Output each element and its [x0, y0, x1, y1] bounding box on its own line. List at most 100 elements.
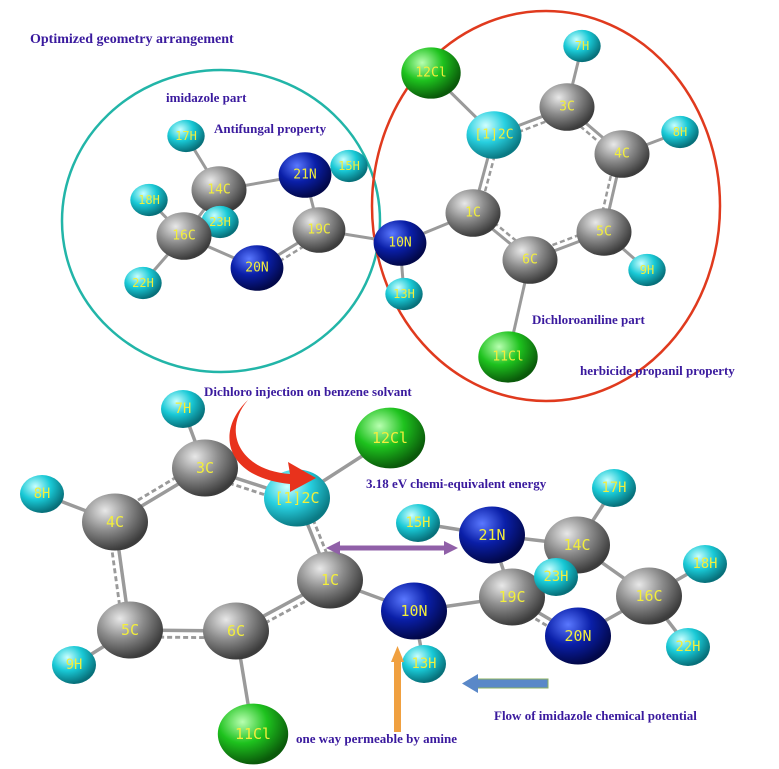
atom-sphere: [534, 558, 578, 596]
top-atom-hydrogen: 18H: [130, 183, 168, 217]
bottom-atom-hydrogen: 13H: [402, 645, 446, 683]
atom-sphere: [82, 493, 148, 551]
bottom-atom-carbon: 3C: [172, 439, 238, 497]
top-atom-hydrogen: 22H: [124, 266, 162, 300]
atom-label: 17H: [175, 129, 197, 143]
atom-label: 13H: [393, 287, 415, 301]
atom-label: 9H: [640, 263, 654, 277]
atom-label: 15H: [338, 159, 360, 173]
atom-sphere: [373, 220, 427, 266]
bottom-atom-nitrogen: 10N: [381, 582, 447, 640]
bottom-atom-nitrogen: 21N: [459, 506, 525, 564]
left-arrow: [462, 674, 549, 693]
top-atom-carbon: [1]2C: [466, 111, 522, 159]
atom-sphere: [445, 189, 501, 237]
bottom-atom-chlorine: 12Cl: [354, 407, 426, 469]
bottom-atom-carbon: 1C: [297, 551, 363, 609]
atom-sphere: [230, 245, 284, 291]
injection-label: Dichloro injection on benzene solvant: [204, 384, 412, 399]
top-atom-hydrogen: 7H: [563, 29, 601, 63]
atom-label: 18H: [138, 193, 160, 207]
atom-sphere: [191, 166, 247, 214]
bottom-atom-hydrogen: 15H: [396, 504, 440, 542]
permeable-label: one way permeable by amine: [296, 731, 458, 746]
bottom-atom-chlorine: 11Cl: [217, 703, 289, 765]
top-atom-carbon: 1C: [445, 189, 501, 237]
top-atom-carbon: 14C: [191, 166, 247, 214]
bottom-aromatic-bond: [109, 544, 122, 610]
atom-label: 20N: [565, 627, 592, 645]
atom-label: 5C: [596, 225, 612, 240]
atom-label: 11Cl: [492, 350, 523, 365]
atom-label: 11Cl: [235, 725, 271, 743]
atom-sphere: [459, 506, 525, 564]
bottom-atom-carbon: 4C: [82, 493, 148, 551]
atom-sphere: [385, 277, 423, 311]
top-atom-carbon: 3C: [539, 83, 595, 131]
atom-sphere: [330, 149, 368, 183]
atom-label: 17H: [602, 480, 627, 496]
atom-label: 21N: [293, 168, 316, 183]
top-atom-nitrogen: 21N: [278, 152, 332, 198]
atom-label: 6C: [522, 253, 538, 268]
atom-label: 6C: [227, 622, 245, 640]
atom-sphere: [478, 331, 538, 383]
top-aromatic-bond: [481, 151, 497, 200]
atom-label: 4C: [614, 147, 630, 162]
atom-sphere: [156, 212, 212, 260]
top-atom-chlorine: 12Cl: [401, 47, 461, 99]
atom-sphere: [563, 29, 601, 63]
atom-sphere: [292, 207, 346, 253]
aniline-region-circle: [370, 9, 722, 403]
bottom-atom-carbon: 6C: [203, 602, 269, 660]
atom-label: 16C: [172, 229, 195, 244]
top-atom-hydrogen: 9H: [628, 253, 666, 287]
top-atom-carbon: 19C: [292, 207, 346, 253]
atom-label: 23H: [209, 215, 231, 229]
bottom-atom-hydrogen: 9H: [52, 646, 96, 684]
atom-label: 12Cl: [415, 66, 446, 81]
atom-label: 1C: [321, 571, 339, 589]
atom-sphere: [130, 183, 168, 217]
atom-label: 23H: [544, 569, 569, 585]
atom-sphere: [381, 582, 447, 640]
top-atom-nitrogen: 10N: [373, 220, 427, 266]
up-arrow: [391, 646, 404, 732]
atom-sphere: [124, 266, 162, 300]
atom-label: 4C: [106, 513, 124, 531]
atom-label: 8H: [34, 486, 51, 502]
bottom-atom-hydrogen: 23H: [534, 558, 578, 596]
atom-sphere: [217, 703, 289, 765]
atom-label: 7H: [575, 39, 589, 53]
atom-sphere: [97, 601, 163, 659]
atom-label: 22H: [132, 276, 154, 290]
atom-sphere: [278, 152, 332, 198]
antifungal-label: Antifungal property: [214, 121, 327, 136]
atom-sphere: [539, 83, 595, 131]
imidazole-label: imidazole part: [166, 90, 247, 105]
top-atom-hydrogen: 23H: [201, 205, 239, 239]
herbicide-label: herbicide propanil property: [580, 363, 735, 378]
atom-sphere: [666, 628, 710, 666]
bottom-atom-carbon: 5C: [97, 601, 163, 659]
bottom-aromatic-bond: [257, 595, 316, 629]
bottom-atom-carbon: [1]2C: [264, 469, 330, 527]
atom-label: 14C: [207, 183, 230, 198]
atom-label: 1C: [465, 206, 481, 221]
atom-label: 13H: [412, 656, 437, 672]
bottom-atom-hydrogen: 17H: [592, 469, 636, 507]
atom-label: [1]2C: [474, 128, 513, 143]
top-atom-chlorine: 11Cl: [478, 331, 538, 383]
top-atom-carbon: 6C: [502, 236, 558, 284]
imidazole-region-circle: [60, 68, 382, 374]
top-atom-hydrogen: 17H: [167, 119, 205, 153]
atom-label: 10N: [388, 236, 411, 251]
top-atom-nitrogen: 20N: [230, 245, 284, 291]
atom-sphere: [479, 568, 545, 626]
top-atom-hydrogen: 13H: [385, 277, 423, 311]
atom-label: 19C: [307, 223, 330, 238]
bottom-atom-hydrogen: 8H: [20, 475, 64, 513]
atom-label: 3C: [559, 100, 575, 115]
atom-label: 12Cl: [372, 429, 408, 447]
